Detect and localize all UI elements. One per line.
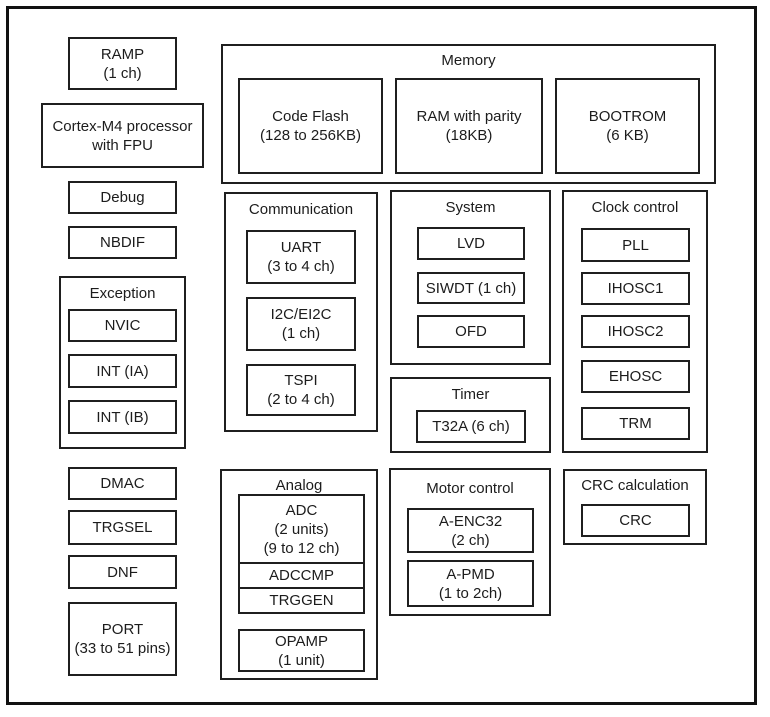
block-ihosc1-label: IHOSC1	[607, 280, 664, 297]
block-tspi-label: TSPI (2 to 4 ch)	[267, 372, 335, 408]
block-cortex-m4-processor: Cortex-M4 processor with FPU	[41, 103, 204, 168]
block-ihosc2-label: IHOSC2	[607, 323, 664, 340]
block-trgsel: TRGSEL	[68, 510, 177, 545]
block-cortex-m4-label: Cortex-M4 processor with FPU	[52, 117, 193, 154]
block-t32a-label: T32A (6 ch)	[432, 418, 510, 435]
block-trm: TRM	[581, 407, 690, 440]
block-debug-label: Debug	[100, 189, 145, 206]
block-adccmp-label: ADCCMP	[268, 567, 334, 584]
group-timer-title: Timer	[451, 386, 490, 403]
block-bootrom-label: BOOTROM (6 KB)	[588, 108, 667, 144]
block-dmac: DMAC	[68, 467, 177, 500]
block-nvic-label: NVIC	[104, 317, 141, 334]
group-communication-title: Communication	[248, 201, 354, 218]
group-system-title: System	[445, 199, 496, 216]
block-i2c-ei2c: I2C/EI2C (1 ch)	[246, 297, 356, 351]
block-ihosc2: IHOSC2	[581, 315, 690, 348]
group-crc-calculation-title: CRC calculation	[581, 477, 689, 494]
block-siwdt: SIWDT (1 ch)	[417, 272, 525, 304]
block-adccmp: ADCCMP	[240, 562, 363, 587]
block-pll-label: PLL	[622, 236, 649, 254]
block-code-flash: Code Flash (128 to 256KB)	[238, 78, 383, 174]
block-lvd: LVD	[417, 227, 525, 260]
block-int-ib: INT (IB)	[68, 400, 177, 434]
block-int-ia: INT (IA)	[68, 354, 177, 388]
block-ram-label: RAM with parity (18KB)	[416, 108, 522, 144]
block-trm-label: TRM	[619, 415, 652, 432]
block-opamp-label: OPAMP (1 unit)	[274, 632, 329, 669]
group-analog-title: Analog	[275, 477, 323, 494]
block-tspi: TSPI (2 to 4 ch)	[246, 364, 356, 416]
group-motor-control-title: Motor control	[426, 480, 514, 497]
block-port: PORT (33 to 51 pins)	[68, 602, 177, 676]
block-opamp: OPAMP (1 unit)	[238, 629, 365, 672]
block-ofd-label: OFD	[455, 323, 487, 340]
block-t32a: T32A (6 ch)	[416, 410, 526, 443]
block-nvic: NVIC	[68, 309, 177, 342]
block-a-enc32: A-ENC32 (2 ch)	[407, 508, 534, 553]
block-adc-stack: ADC (2 units) (9 to 12 ch) ADCCMP TRGGEN	[238, 494, 365, 614]
block-trgsel-label: TRGSEL	[92, 519, 153, 536]
block-debug: Debug	[68, 181, 177, 214]
block-crc-label: CRC	[619, 512, 652, 529]
block-uart-label: UART (3 to 4 ch)	[267, 239, 335, 275]
block-dnf-label: DNF	[107, 563, 138, 581]
block-adc-label: ADC (2 units) (9 to 12 ch)	[263, 501, 340, 557]
block-int-ib-label: INT (IB)	[96, 408, 149, 426]
block-a-pmd-label: A-PMD (1 to 2ch)	[438, 565, 503, 602]
block-trggen: TRGGEN	[240, 587, 363, 612]
block-uart: UART (3 to 4 ch)	[246, 230, 356, 284]
block-ramp-label: RAMP (1 ch)	[100, 45, 145, 82]
block-dnf: DNF	[68, 555, 177, 589]
block-bootrom: BOOTROM (6 KB)	[555, 78, 700, 174]
block-nbdif: NBDIF	[68, 226, 177, 259]
group-clock-control-title: Clock control	[591, 199, 679, 216]
block-dmac-label: DMAC	[100, 475, 145, 492]
block-ehosc-label: EHOSC	[608, 368, 663, 385]
block-a-enc32-label: A-ENC32 (2 ch)	[438, 512, 503, 549]
block-trggen-label: TRGGEN	[269, 592, 334, 609]
block-pll: PLL	[581, 228, 690, 262]
block-crc: CRC	[581, 504, 690, 537]
block-ofd: OFD	[417, 315, 525, 348]
block-ehosc: EHOSC	[581, 360, 690, 393]
block-siwdt-label: SIWDT (1 ch)	[425, 279, 517, 297]
group-memory-title: Memory	[441, 52, 496, 69]
block-ram-with-parity: RAM with parity (18KB)	[395, 78, 543, 174]
block-ramp: RAMP (1 ch)	[68, 37, 177, 90]
block-nbdif-label: NBDIF	[100, 234, 145, 251]
block-lvd-label: LVD	[456, 235, 486, 252]
block-int-ia-label: INT (IA)	[96, 362, 149, 380]
block-a-pmd: A-PMD (1 to 2ch)	[407, 560, 534, 607]
block-code-flash-label: Code Flash (128 to 256KB)	[260, 108, 361, 144]
block-i2c-label: I2C/EI2C (1 ch)	[270, 306, 332, 342]
group-exception-title: Exception	[89, 285, 156, 302]
block-ihosc1: IHOSC1	[581, 272, 690, 305]
block-port-label: PORT (33 to 51 pins)	[74, 621, 171, 657]
block-adc: ADC (2 units) (9 to 12 ch)	[240, 496, 363, 562]
